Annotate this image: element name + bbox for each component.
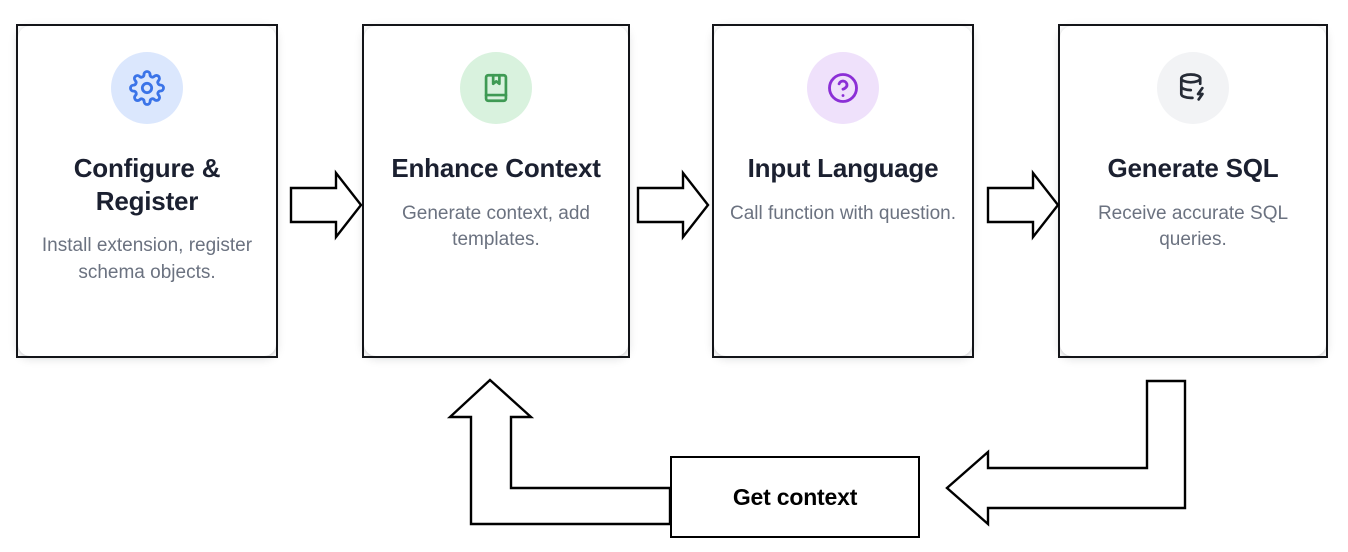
- step-card-inner: Enhance Context Generate context, add te…: [364, 26, 628, 356]
- step-card-enhance-context[interactable]: Enhance Context Generate context, add te…: [362, 24, 630, 358]
- database-bolt-icon-badge: [1157, 52, 1229, 124]
- question-circle-icon: [828, 73, 858, 103]
- step-card-description: Call function with question.: [729, 202, 956, 224]
- question-circle-icon-badge: [807, 52, 879, 124]
- step-card-generate-sql[interactable]: Generate SQL Receive accurate SQL querie…: [1058, 24, 1328, 358]
- database-bolt-icon: [1179, 73, 1204, 101]
- arrow-feedback-up-icon: [446, 378, 672, 526]
- step-card-inner: Configure & Register Install extension, …: [18, 26, 276, 356]
- step-card-description: Receive accurate SQL queries.: [1097, 202, 1289, 251]
- gear-icon: [129, 70, 165, 106]
- get-context-label: Get context: [732, 483, 858, 510]
- get-context-box[interactable]: Get context: [670, 456, 920, 538]
- gear-icon-badge: [111, 52, 183, 124]
- step-card-configure-register[interactable]: Configure & Register Install extension, …: [16, 24, 278, 358]
- arrow-step1-to-step2-icon: [289, 169, 363, 241]
- step-card-title: Enhance Context: [391, 153, 601, 183]
- book-bookmark-icon-badge: [460, 52, 532, 124]
- step-card-input-language[interactable]: Input Language Call function with questi…: [712, 24, 974, 358]
- step-card-description: Install extension, register schema objec…: [41, 235, 253, 283]
- step-card-inner: Generate SQL Receive accurate SQL querie…: [1060, 26, 1326, 356]
- step-card-inner: Input Language Call function with questi…: [714, 26, 972, 356]
- step-card-title: Input Language: [747, 153, 939, 183]
- step-card-description: Generate context, add templates.: [401, 202, 590, 251]
- arrow-feedback-left-icon: [945, 379, 1187, 527]
- step-card-title: Generate SQL: [1107, 153, 1279, 183]
- arrow-step2-to-step3-icon: [636, 169, 710, 241]
- step-card-title: Configure & Register: [73, 153, 221, 216]
- book-bookmark-icon: [484, 73, 508, 103]
- arrow-step3-to-step4-icon: [986, 169, 1060, 241]
